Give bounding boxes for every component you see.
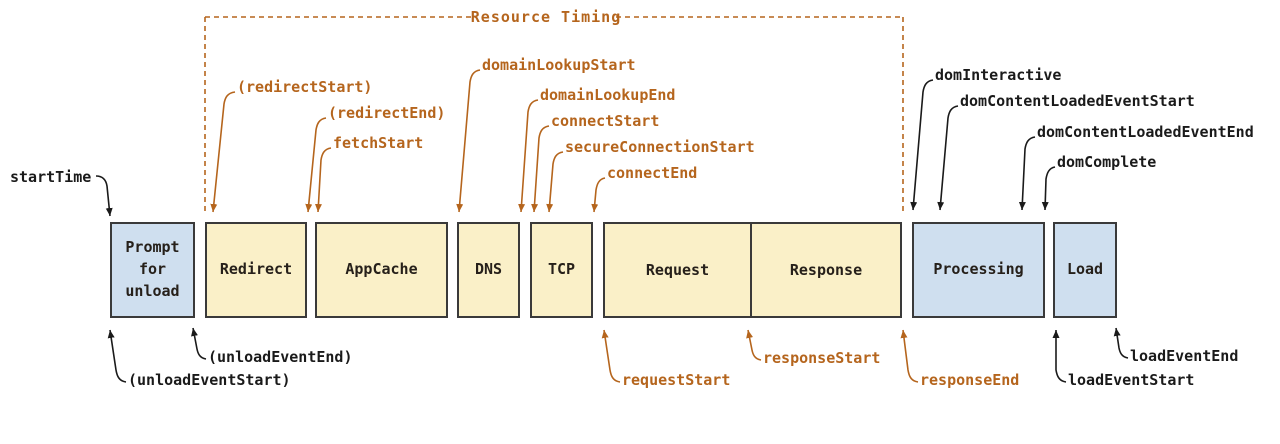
event-label-redirect-start: (redirectStart) — [237, 78, 373, 96]
arrow-domain-lookup-end — [518, 99, 539, 213]
arrow-response-start — [746, 329, 762, 361]
event-label-connect-end: connectEnd — [607, 164, 698, 182]
event-label-domain-lookup-start: domainLookupStart — [482, 56, 636, 74]
event-label-dom-complete: domComplete — [1057, 153, 1157, 171]
arrow-secure-connection-start — [546, 151, 564, 213]
phase-box-redirect: Redirect — [205, 222, 307, 318]
event-label-load-event-end: loadEventEnd — [1130, 347, 1239, 365]
event-label-secure-connection-start: secureConnectionStart — [565, 138, 755, 156]
event-label-unload-event-end: (unloadEventEnd) — [208, 348, 353, 366]
arrow-response-end — [900, 329, 919, 383]
navigation-event-arrows — [95, 79, 1129, 383]
phase-box-load: Load — [1053, 222, 1117, 318]
event-label-connect-start: connectStart — [551, 112, 660, 130]
arrow-load-event-end — [1113, 327, 1129, 359]
phase-box-prompt-for-unload: Prompt for unload — [110, 222, 195, 318]
event-label-domain-lookup-end: domainLookupEnd — [540, 86, 676, 104]
resource-timing-bracket — [204, 16, 904, 212]
phase-label: Response — [789, 261, 863, 279]
event-label-dom-interactive: domInteractive — [935, 66, 1062, 84]
arrow-fetch-start — [314, 147, 332, 213]
phase-label: TCP — [547, 260, 576, 279]
phase-label: Load — [1066, 260, 1104, 279]
event-label-load-event-start: loadEventStart — [1068, 371, 1195, 389]
resource-event-arrows — [210, 69, 919, 383]
arrow-request-start — [601, 329, 621, 383]
arrow-connect-end — [591, 177, 606, 213]
event-label-start-time: startTime — [10, 168, 92, 186]
arrow-start-time — [95, 175, 113, 217]
phase-box-processing: Processing — [912, 222, 1045, 318]
event-label-unload-event-start: (unloadEventStart) — [128, 371, 291, 389]
phase-label: DNS — [474, 260, 503, 279]
arrow-unload-event-start — [107, 329, 127, 383]
phase-label: Request — [645, 261, 710, 279]
arrow-dom-content-loaded-event-end — [1018, 136, 1036, 211]
phase-box-response: Response — [750, 224, 900, 316]
event-label-dom-content-loaded-event-end: domContentLoadedEventEnd — [1037, 123, 1254, 141]
phase-box-dns: DNS — [457, 222, 520, 318]
event-label-dom-content-loaded-event-start: domContentLoadedEventStart — [960, 92, 1195, 110]
arrow-dom-interactive — [910, 79, 934, 211]
phase-box-appcache: AppCache — [315, 222, 448, 318]
event-label-redirect-end: (redirectEnd) — [328, 104, 446, 122]
phase-label: AppCache — [345, 260, 418, 279]
event-label-fetch-start: fetchStart — [333, 134, 424, 152]
phase-label: Redirect — [219, 260, 293, 279]
phase-label: Prompt for unload — [125, 238, 180, 300]
arrow-load-event-start — [1052, 330, 1067, 383]
event-label-response-start: responseStart — [763, 349, 881, 367]
arrow-redirect-end — [305, 117, 327, 213]
event-label-response-end: responseEnd — [920, 371, 1020, 389]
arrow-domain-lookup-start — [456, 69, 481, 213]
arrow-dom-complete — [1041, 166, 1056, 211]
resource-timing-title: Resource Timing — [470, 8, 622, 26]
arrow-redirect-start — [210, 91, 236, 213]
phase-label: Processing — [933, 260, 1024, 279]
arrow-dom-content-loaded-event-start — [937, 105, 959, 211]
phase-box-tcp: TCP — [530, 222, 593, 318]
event-label-request-start: requestStart — [622, 371, 731, 389]
phase-box-request-response: Request Response — [603, 222, 902, 318]
phase-box-request: Request — [605, 224, 750, 316]
arrow-connect-start — [531, 125, 550, 213]
arrow-unload-event-end — [191, 327, 207, 360]
